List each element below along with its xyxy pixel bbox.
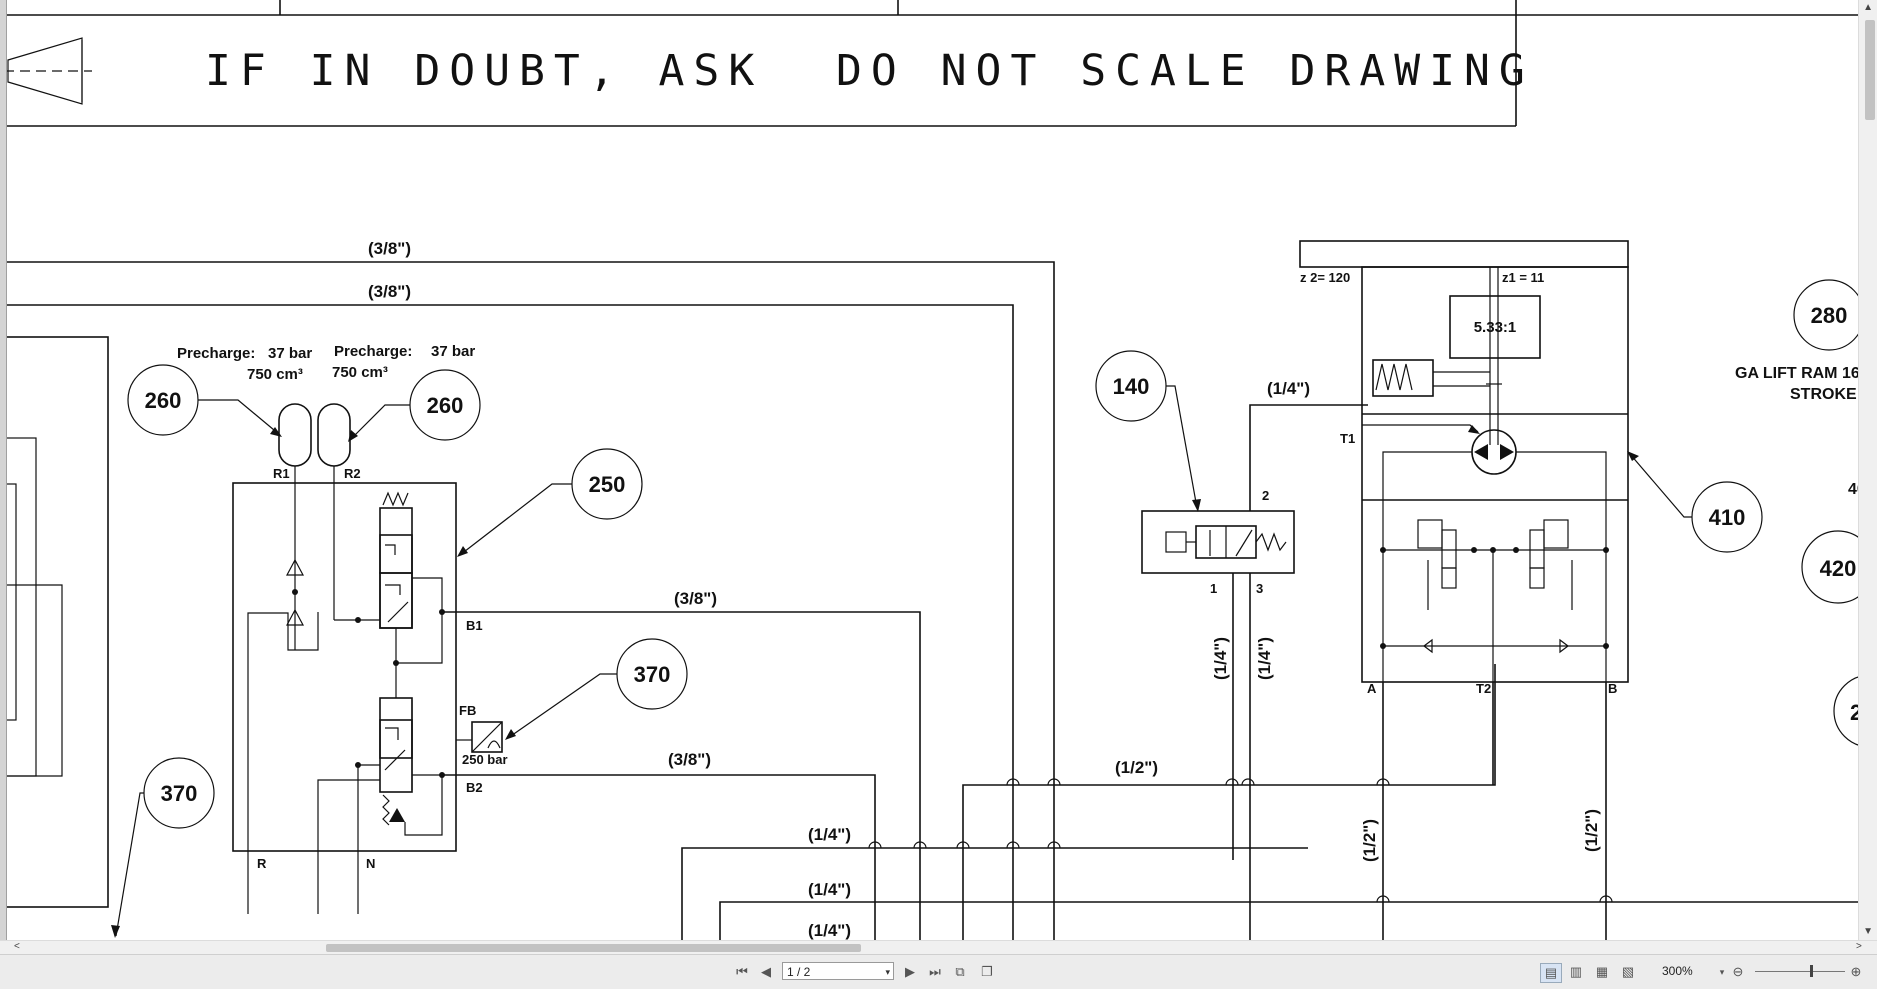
pipe-label: (3/8") <box>368 282 411 301</box>
single-page-view-icon[interactable]: ▤ <box>1540 963 1562 983</box>
pipe-label-vertical: (1/2") <box>1582 809 1601 852</box>
port-n: N <box>366 856 375 871</box>
continuous-view-icon[interactable]: ▥ <box>1569 964 1583 979</box>
pipe-label: (3/8") <box>368 239 411 258</box>
port-b1: B1 <box>466 618 483 633</box>
page-edge <box>0 0 7 940</box>
last-page-icon[interactable]: ⏭ <box>929 964 941 979</box>
port-b2: B2 <box>466 780 483 795</box>
zoom-level[interactable]: 300% <box>1662 964 1693 978</box>
precharge-label-left: Precharge: <box>177 345 255 362</box>
port-r1: R1 <box>273 466 290 481</box>
horizontal-scrollbar[interactable]: < > <box>0 940 1877 955</box>
callout-250: 250 <box>589 472 626 497</box>
horizontal-scroll-thumb[interactable] <box>326 944 861 952</box>
precharge-label-right: Precharge: <box>334 343 412 360</box>
chevron-down-icon[interactable]: ▾ <box>885 967 890 977</box>
book-view-icon[interactable]: ▧ <box>1621 964 1635 979</box>
port-b: B <box>1608 681 1617 696</box>
zoom-slider-handle[interactable] <box>1810 965 1813 977</box>
zoom-slider[interactable] <box>1755 971 1845 972</box>
hydraulic-schematic: IF IN DOUBT, ASK DO NOT SCALE DRAWING (3… <box>0 0 1860 940</box>
gearbox-ratio: 5.33:1 <box>1474 319 1517 336</box>
port-a: A <box>1367 681 1377 696</box>
first-page-icon[interactable]: ⏮ <box>736 964 748 979</box>
pipe-label: (3/8") <box>674 589 717 608</box>
pipe-label: (1/4") <box>808 921 851 940</box>
port-t2: T2 <box>1476 681 1491 696</box>
prev-page-icon[interactable]: ◀ <box>761 964 771 979</box>
next-page-icon[interactable]: ▶ <box>905 964 915 979</box>
page-number-value: 1 / 2 <box>787 965 811 979</box>
pipe-label-vertical: (1/4") <box>1211 637 1230 680</box>
callout-370-right: 370 <box>634 662 671 687</box>
pipe-label: (1/2") <box>1115 758 1158 777</box>
port-fb: FB <box>459 703 476 718</box>
precharge-volume-right: 750 cm³ <box>332 364 388 381</box>
pipe-label: (1/4") <box>808 880 851 899</box>
scroll-left-icon[interactable]: < <box>14 941 20 952</box>
callout-420: 420 <box>1820 556 1857 581</box>
pipe-label: (1/4") <box>808 825 851 844</box>
status-bar: ⏮ ◀ 1 / 2 ▾ ▶ ⏭ ⧉ ❐ ▤ ▥ ▦ ▧ 300% ▾ ⊖ ⊕ <box>0 954 1877 989</box>
pipe-label-vertical: (1/2") <box>1360 819 1379 862</box>
zoom-dropdown-icon[interactable]: ▾ <box>1719 967 1725 977</box>
two-page-view-icon[interactable]: ▦ <box>1595 964 1609 979</box>
port-r: R <box>257 856 267 871</box>
scroll-right-icon[interactable]: > <box>1856 941 1862 952</box>
callout-140: 140 <box>1113 374 1150 399</box>
vertical-scrollbar[interactable]: ▲ ▼ <box>1858 0 1877 940</box>
port-r2: R2 <box>344 466 361 481</box>
relief-pressure: 250 bar <box>462 752 508 767</box>
pipe-label: (1/4") <box>1267 379 1310 398</box>
accumulator-r1 <box>278 403 312 467</box>
callout-40: 40 <box>1848 481 1860 498</box>
callout-27: 27 <box>1850 700 1860 725</box>
scroll-down-icon[interactable]: ▼ <box>1863 926 1873 937</box>
document-viewport[interactable]: IF IN DOUBT, ASK DO NOT SCALE DRAWING (3… <box>0 0 1877 940</box>
precharge-pressure-right: 37 bar <box>431 343 475 360</box>
callout-280: 280 <box>1811 303 1848 328</box>
callout-260-left: 260 <box>145 388 182 413</box>
port-2: 2 <box>1262 488 1269 503</box>
port-3: 3 <box>1256 581 1263 596</box>
port-1: 1 <box>1210 581 1217 596</box>
pipe-label: (3/8") <box>668 750 711 769</box>
callout-260-right: 260 <box>427 393 464 418</box>
page-number-input[interactable]: 1 / 2 ▾ <box>782 962 894 980</box>
zoom-out-icon[interactable]: ⊖ <box>1732 964 1744 979</box>
duplicate-view-icon[interactable]: ❐ <box>981 964 993 979</box>
note-if-in-doubt: IF IN DOUBT, ASK <box>205 46 763 96</box>
side-text-1: GA LIFT RAM 16 <box>1735 365 1860 382</box>
port-t1: T1 <box>1340 431 1355 446</box>
pipe-label-vertical: (1/4") <box>1255 637 1274 680</box>
note-do-not-scale: DO NOT SCALE DRAWING <box>836 46 1534 96</box>
gear-z1: z1 = 11 <box>1502 270 1544 285</box>
callout-410: 410 <box>1709 505 1746 530</box>
accumulator-r2 <box>317 403 351 467</box>
precharge-volume-left: 750 cm³ <box>247 366 303 383</box>
zoom-in-icon[interactable]: ⊕ <box>1850 964 1862 979</box>
exit-fullscreen-icon[interactable]: ⧉ <box>955 964 965 979</box>
callout-370-left: 370 <box>161 781 198 806</box>
side-text-2: STROKE <box>1790 386 1857 403</box>
scroll-up-icon[interactable]: ▲ <box>1863 2 1873 13</box>
vertical-scroll-thumb[interactable] <box>1865 20 1875 120</box>
gear-z2: z 2= 120 <box>1300 270 1350 285</box>
precharge-pressure-left: 37 bar <box>268 345 312 362</box>
